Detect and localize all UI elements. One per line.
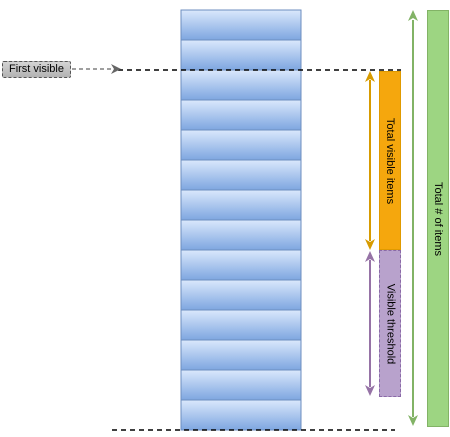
total-visible-items-box: Total visible items [379,71,401,250]
list-item [180,279,302,311]
list-item [180,399,302,431]
list-item [180,249,302,281]
visible-threshold-arrow [365,251,375,396]
total-visible-items-label: Total visible items [384,117,397,204]
list-item [180,339,302,371]
list-item [180,159,302,191]
list-item [180,129,302,161]
first-visible-label: First visible [2,61,71,78]
list-item [180,369,302,401]
list-item [180,69,302,101]
visible-threshold-label: Visible threshold [384,283,397,364]
list-item [180,309,302,341]
total-items-label: Total # of items [432,181,445,256]
total-items-box: Total # of items [427,10,449,427]
list-item [180,189,302,221]
first-visible-pointer-arrow [72,64,121,74]
list-item [180,99,302,131]
list-item [180,39,302,71]
list-items [180,9,302,431]
list-item [180,9,302,41]
total-visible-arrow [365,71,375,250]
total-items-arrow [408,10,418,426]
list-item [180,219,302,251]
visible-threshold-box: Visible threshold [379,250,401,397]
